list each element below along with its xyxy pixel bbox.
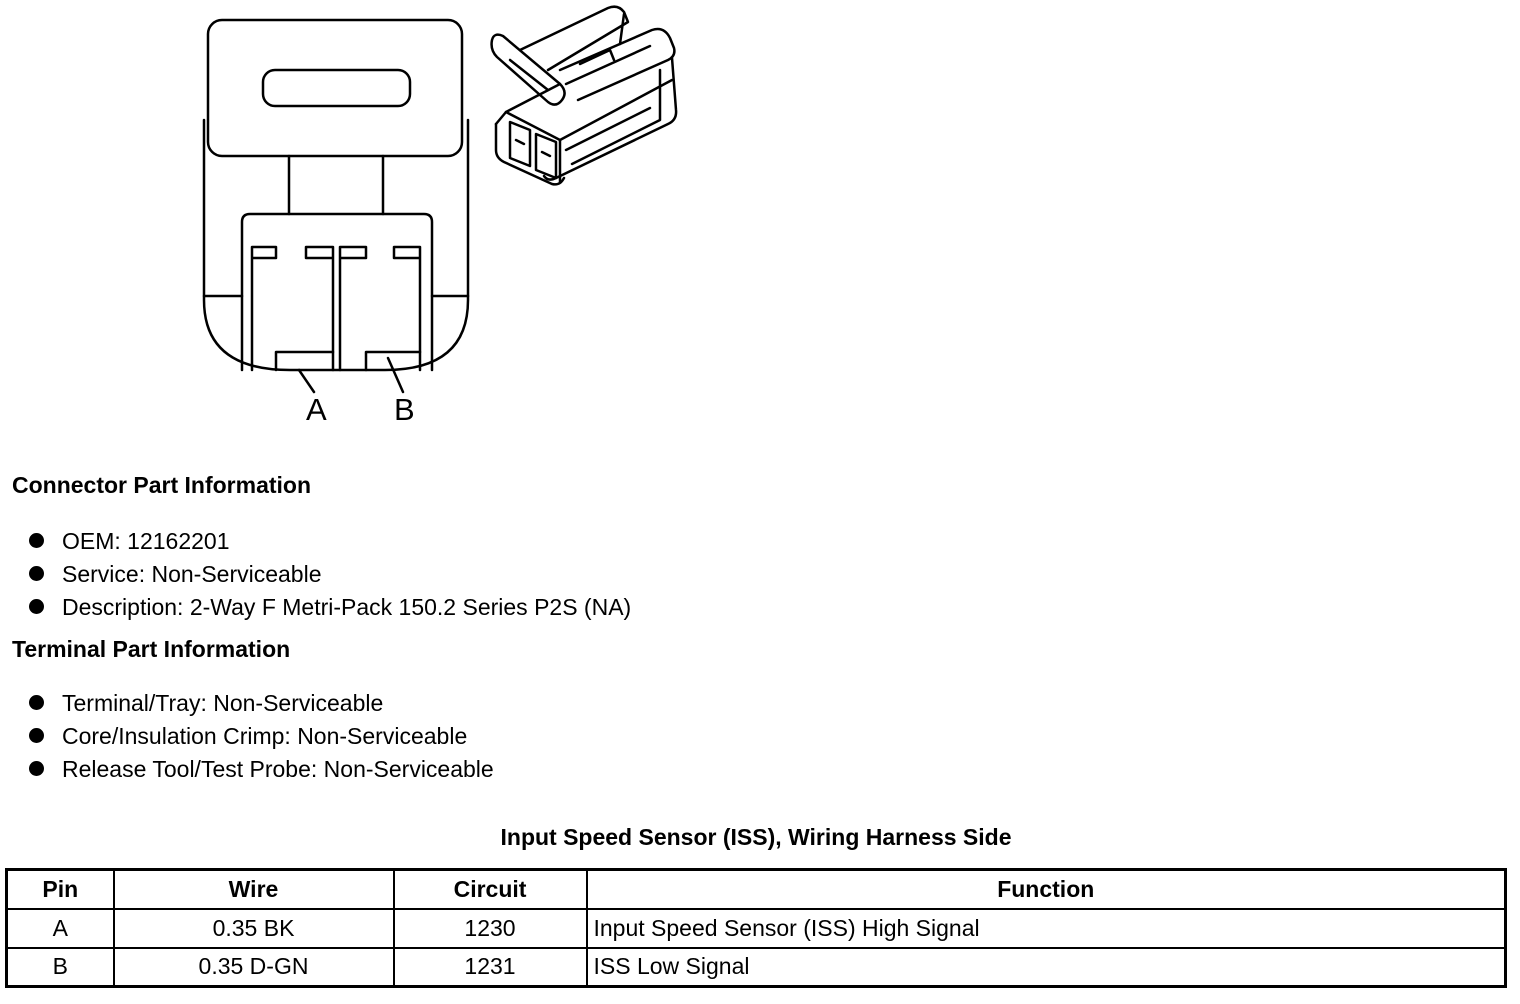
table-row: A 0.35 BK 1230 Input Speed Sensor (ISS) … bbox=[5, 907, 1507, 949]
terminal-part-heading: Terminal Part Information bbox=[12, 636, 291, 662]
bullet-icon bbox=[29, 695, 44, 710]
cell-circuit: 1231 bbox=[392, 946, 588, 988]
header-function: Function bbox=[585, 868, 1507, 910]
bullet-icon bbox=[29, 566, 44, 581]
cell-wire: 0.35 D-GN bbox=[112, 946, 395, 988]
list-item: Core/Insulation Crimp: Non-Serviceable bbox=[0, 725, 494, 758]
header-wire: Wire bbox=[112, 868, 395, 910]
pinout-table: Pin Wire Circuit Function A 0.35 BK 1230… bbox=[5, 868, 1507, 988]
bullet-icon bbox=[29, 761, 44, 776]
pin-label-b: B bbox=[394, 392, 415, 427]
cell-circuit: 1230 bbox=[392, 907, 588, 949]
terminal-tray-text: Terminal/Tray: Non-Serviceable bbox=[62, 690, 384, 716]
list-item: Description: 2-Way F Metri-Pack 150.2 Se… bbox=[0, 596, 631, 629]
cell-pin: B bbox=[5, 946, 115, 988]
cell-wire: 0.35 BK bbox=[112, 907, 395, 949]
connector-description-text: Description: 2-Way F Metri-Pack 150.2 Se… bbox=[62, 594, 632, 620]
terminal-part-list: Terminal/Tray: Non-Serviceable Core/Insu… bbox=[0, 692, 494, 791]
bullet-icon bbox=[29, 599, 44, 614]
connector-part-list: OEM: 12162201 Service: Non-Serviceable D… bbox=[0, 530, 631, 629]
connector-face-view bbox=[202, 18, 470, 394]
table-title: Input Speed Sensor (ISS), Wiring Harness… bbox=[500, 824, 1012, 850]
list-item: Service: Non-Serviceable bbox=[0, 563, 631, 596]
header-pin: Pin bbox=[5, 868, 115, 910]
connector-side-view bbox=[490, 5, 678, 186]
pin-label-a: A bbox=[306, 392, 327, 427]
release-tool-text: Release Tool/Test Probe: Non-Serviceable bbox=[62, 756, 494, 782]
cell-function: ISS Low Signal bbox=[585, 946, 1507, 988]
connector-service-text: Service: Non-Serviceable bbox=[62, 561, 322, 587]
table-row: B 0.35 D-GN 1231 ISS Low Signal bbox=[5, 946, 1507, 988]
connector-part-heading: Connector Part Information bbox=[12, 472, 312, 498]
connector-diagram bbox=[202, 5, 678, 394]
bullet-icon bbox=[29, 533, 44, 548]
connector-oem-text: OEM: 12162201 bbox=[62, 528, 230, 554]
crimp-text: Core/Insulation Crimp: Non-Serviceable bbox=[62, 723, 468, 749]
cell-function: Input Speed Sensor (ISS) High Signal bbox=[585, 907, 1507, 949]
cell-pin: A bbox=[5, 907, 115, 949]
list-item: Release Tool/Test Probe: Non-Serviceable bbox=[0, 758, 494, 791]
bullet-icon bbox=[29, 728, 44, 743]
list-item: Terminal/Tray: Non-Serviceable bbox=[0, 692, 494, 725]
header-circuit: Circuit bbox=[392, 868, 588, 910]
table-header-row: Pin Wire Circuit Function bbox=[5, 868, 1507, 910]
list-item: OEM: 12162201 bbox=[0, 530, 631, 563]
